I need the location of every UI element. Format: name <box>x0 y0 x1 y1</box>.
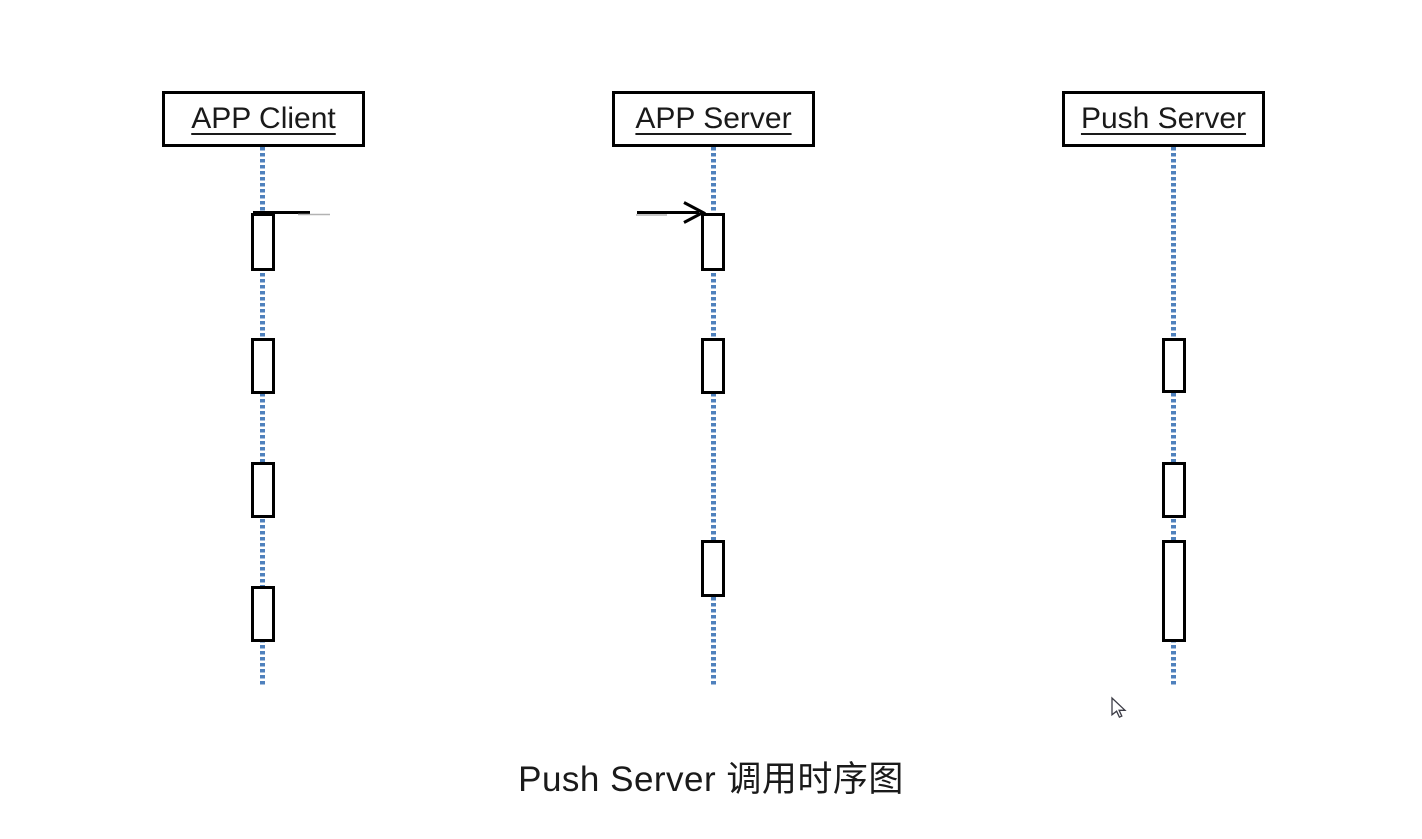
activation-bar-app-server-2 <box>701 338 725 394</box>
activation-bar-push-server-3 <box>1162 540 1186 642</box>
actor-label-push-server: Push Server <box>1080 102 1247 135</box>
activation-bar-app-client-1 <box>251 213 275 271</box>
actor-label-app-client: APP Client <box>191 102 336 135</box>
activation-bar-push-server-1 <box>1162 338 1186 393</box>
actor-box-push-server: Push Server <box>1062 91 1265 147</box>
activation-bar-app-client-4 <box>251 586 275 642</box>
lifeline-app-client <box>260 147 265 687</box>
activation-bar-app-client-3 <box>251 462 275 518</box>
mouse-cursor-icon <box>1111 696 1127 719</box>
activation-bar-app-client-2 <box>251 338 275 394</box>
lifeline-app-server <box>711 147 716 687</box>
lifeline-push-server <box>1171 147 1176 687</box>
actor-box-app-client: APP Client <box>162 91 365 147</box>
activation-bar-push-server-2 <box>1162 462 1186 518</box>
actor-box-app-server: APP Server <box>612 91 815 147</box>
diagram-title: Push Server 调用时序图 <box>518 760 904 799</box>
actor-label-app-server: APP Server <box>635 102 792 135</box>
activation-bar-app-server-1 <box>701 213 725 271</box>
activation-bar-app-server-3 <box>701 540 725 597</box>
